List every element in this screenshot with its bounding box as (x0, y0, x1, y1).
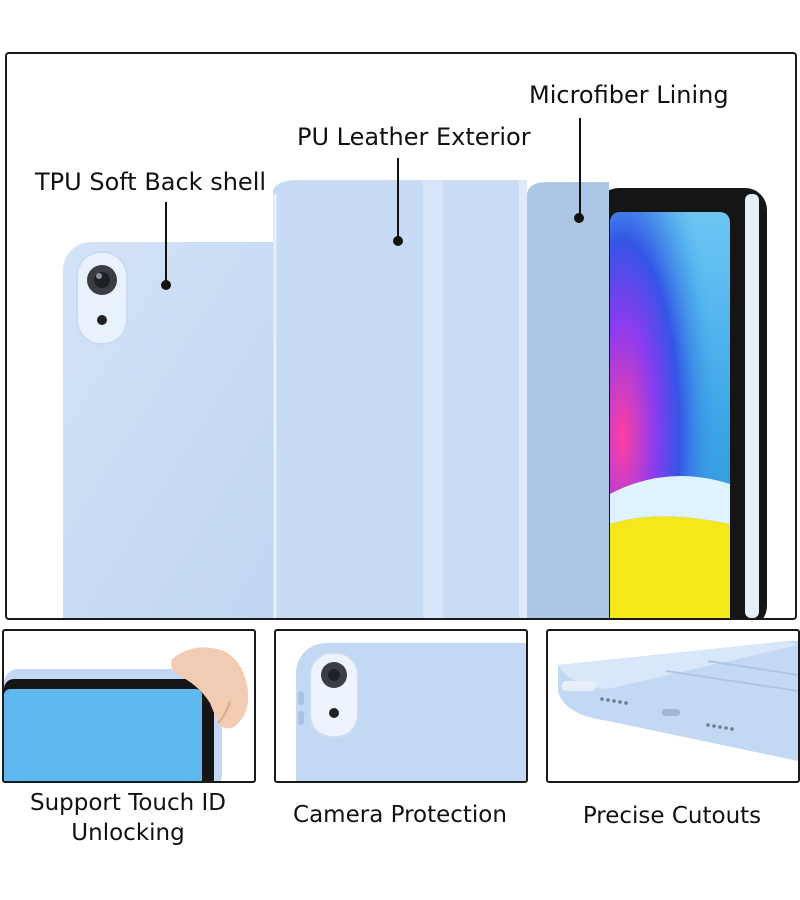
callout-microfiber-line (579, 118, 581, 216)
camera-protection-thumbnail (274, 629, 528, 783)
precise-cutouts-caption: Precise Cutouts (582, 803, 762, 829)
flash (97, 315, 107, 325)
callout-tpu-shell-line (165, 202, 167, 284)
callout-pu-leather-label: PU Leather Exterior (297, 123, 531, 151)
case-illustration (63, 180, 767, 618)
main-product-panel: TPU Soft Back shell PU Leather Exterior … (5, 52, 797, 620)
callout-tpu-shell-label: TPU Soft Back shell (35, 168, 267, 196)
touch-id-caption-line1: Support Touch ID (29, 790, 227, 816)
touch-id-caption-line2: Unlocking (71, 820, 185, 846)
callout-pu-leather-dot (393, 236, 403, 246)
callout-microfiber-dot (574, 213, 584, 223)
tpu-back-shell (63, 242, 323, 618)
port-cutout (662, 709, 680, 716)
touch-id-caption: Support Touch ID Unlocking (0, 788, 256, 848)
callout-microfiber-label: Microfiber Lining (529, 81, 729, 109)
camera-protection-caption: Camera Protection (293, 802, 507, 828)
finger (171, 647, 249, 729)
callout-tpu-shell-dot (161, 280, 171, 290)
precise-cutouts-thumbnail (546, 629, 800, 783)
microfiber-lining (527, 182, 609, 618)
touch-id-thumbnail (2, 629, 256, 783)
pu-leather-cover (273, 180, 427, 618)
callout-pu-leather-line (397, 158, 399, 240)
